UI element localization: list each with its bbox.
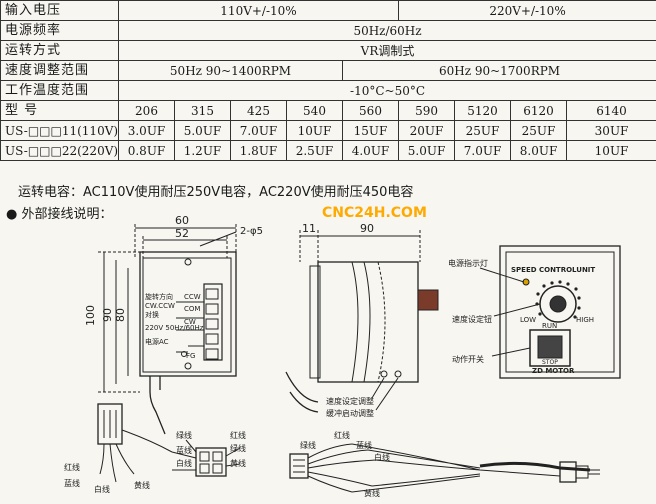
controller-labels: 60 52 2-φ5 100 90 80 旋转方向 CW.CCW 对换 CCW … <box>64 214 263 494</box>
wire-yellow-right: 黄线 <box>364 488 380 498</box>
dim-90: 90 <box>101 308 114 322</box>
high-label: HIGH <box>576 316 594 324</box>
row-110v: US-□□□11(110V) 3.0UF 5.0UF 7.0UF 10UF 15… <box>0 120 656 141</box>
cap-cell: 30UF <box>566 120 656 141</box>
brand-label: ZD MOTOR <box>532 367 575 375</box>
side-view-labels: 11 90 速度设定调整 缓冲启动调整 <box>302 222 374 418</box>
cap-cell: 1.8UF <box>230 140 287 161</box>
cap-cell: 8.0UF <box>510 140 568 161</box>
speed-setting-label: 速度设定钮 <box>452 314 492 324</box>
cap-cell: 7.0UF <box>454 140 512 161</box>
panel-labels: 电源指示灯 速度设定钮 动作开关 SPEED CONTROLUNIT LOW H… <box>448 258 595 375</box>
dial-ticks <box>535 280 581 319</box>
buffer-adjust-label: 缓冲启动调整 <box>326 408 374 418</box>
wire-blue-left: 蓝线 <box>64 478 80 488</box>
row-frequency: 电源频率 50Hz/60Hz <box>0 20 656 41</box>
ccw-label: CCW <box>184 293 201 301</box>
row-220v: US-□□□22(220V) 0.8UF 1.2UF 1.8UF 2.5UF 4… <box>0 140 656 161</box>
dim-100: 100 <box>84 305 97 326</box>
front-panel <box>479 245 621 379</box>
wire-green-mid2: 绿线 <box>230 443 246 453</box>
row-speed-range: 速度调整范围 50Hz 90~1400RPM 60Hz 90~1700RPM <box>0 60 656 81</box>
wire-red-left: 红线 <box>64 462 80 472</box>
cap-cell: 1.2UF <box>174 140 231 161</box>
wire-white-right: 白线 <box>374 452 390 462</box>
wire-blue-right: 蓝线 <box>356 440 372 450</box>
dim-60: 60 <box>175 214 189 227</box>
model-cell: 540 <box>286 100 343 121</box>
cap-cell: 4.0UF <box>341 140 400 161</box>
wire-red-mid: 红线 <box>230 430 246 440</box>
cap-cell: 10UF <box>286 120 343 141</box>
side-view <box>285 230 439 413</box>
wire-green-mid: 绿线 <box>176 430 192 440</box>
dir-label: 旋转方向 <box>145 292 173 301</box>
model-cell: 560 <box>341 100 400 121</box>
wire-white-mid: 白线 <box>176 458 192 468</box>
power-text: 电源AC <box>145 337 169 346</box>
wire-yellow-left: 黄线 <box>134 480 150 490</box>
model-cell: 6120 <box>510 100 568 121</box>
watermark: CNC24H.COM <box>322 205 427 221</box>
controller-drawing <box>97 224 241 483</box>
capacitor-note: 运转电容：AC110V使用耐压250V电容，AC220V使用耐压450电容 <box>18 185 414 200</box>
fg-label: FG <box>186 352 195 360</box>
wire-yellow-mid: 黄线 <box>230 458 246 468</box>
spec-table: 输入电压 110V+/-10% 220V+/-10% 电源频率 50Hz/60H… <box>0 0 656 161</box>
wire-red-right: 红线 <box>334 430 350 440</box>
dim-52: 52 <box>175 227 189 240</box>
dir-cw: CW.CCW <box>145 302 175 310</box>
label-model: 型 号 <box>0 100 119 121</box>
cap-cell: 5.0UF <box>174 120 231 141</box>
cw-label: CW <box>184 318 196 326</box>
com-label: COM <box>184 305 200 313</box>
dir-switch: 对换 <box>145 310 159 319</box>
dim-90-top: 90 <box>360 222 374 235</box>
dim-80: 80 <box>114 308 127 322</box>
run-label: RUN <box>542 322 557 330</box>
wire-green-right: 绿线 <box>300 440 316 450</box>
stop-label: STOP <box>542 359 558 366</box>
speed-adjust-label: 速度设定调整 <box>326 396 374 406</box>
low-label: LOW <box>520 316 536 324</box>
dim-hole: 2-φ5 <box>240 226 263 237</box>
label-220v: US-□□□22(220V) <box>0 140 119 161</box>
wiring-title: ● 外部接线说明： <box>6 207 113 222</box>
cap-cell: 10UF <box>566 140 656 161</box>
indicator-label: 电源指示灯 <box>448 258 488 268</box>
dim-11: 11 <box>302 222 316 235</box>
model-cell: 425 <box>230 100 287 121</box>
panel-title: SPEED CONTROLUNIT <box>511 266 595 274</box>
power-spec: 220V 50Hz/60Hz <box>145 324 204 332</box>
wire-blue-mid: 蓝线 <box>176 445 192 455</box>
frequency-value: 50Hz/60Hz <box>117 20 656 41</box>
cable-labels: 绿线 红线 蓝线 白线 黄线 <box>300 430 390 498</box>
model-cell: 5120 <box>454 100 512 121</box>
row-models: 型 号 206 315 425 540 560 590 5120 6120 61… <box>0 100 656 121</box>
cable-assembly <box>289 443 600 493</box>
switch-label: 动作开关 <box>452 354 484 364</box>
cap-cell: 25UF <box>454 120 512 141</box>
wire-white-left: 白线 <box>94 484 110 494</box>
